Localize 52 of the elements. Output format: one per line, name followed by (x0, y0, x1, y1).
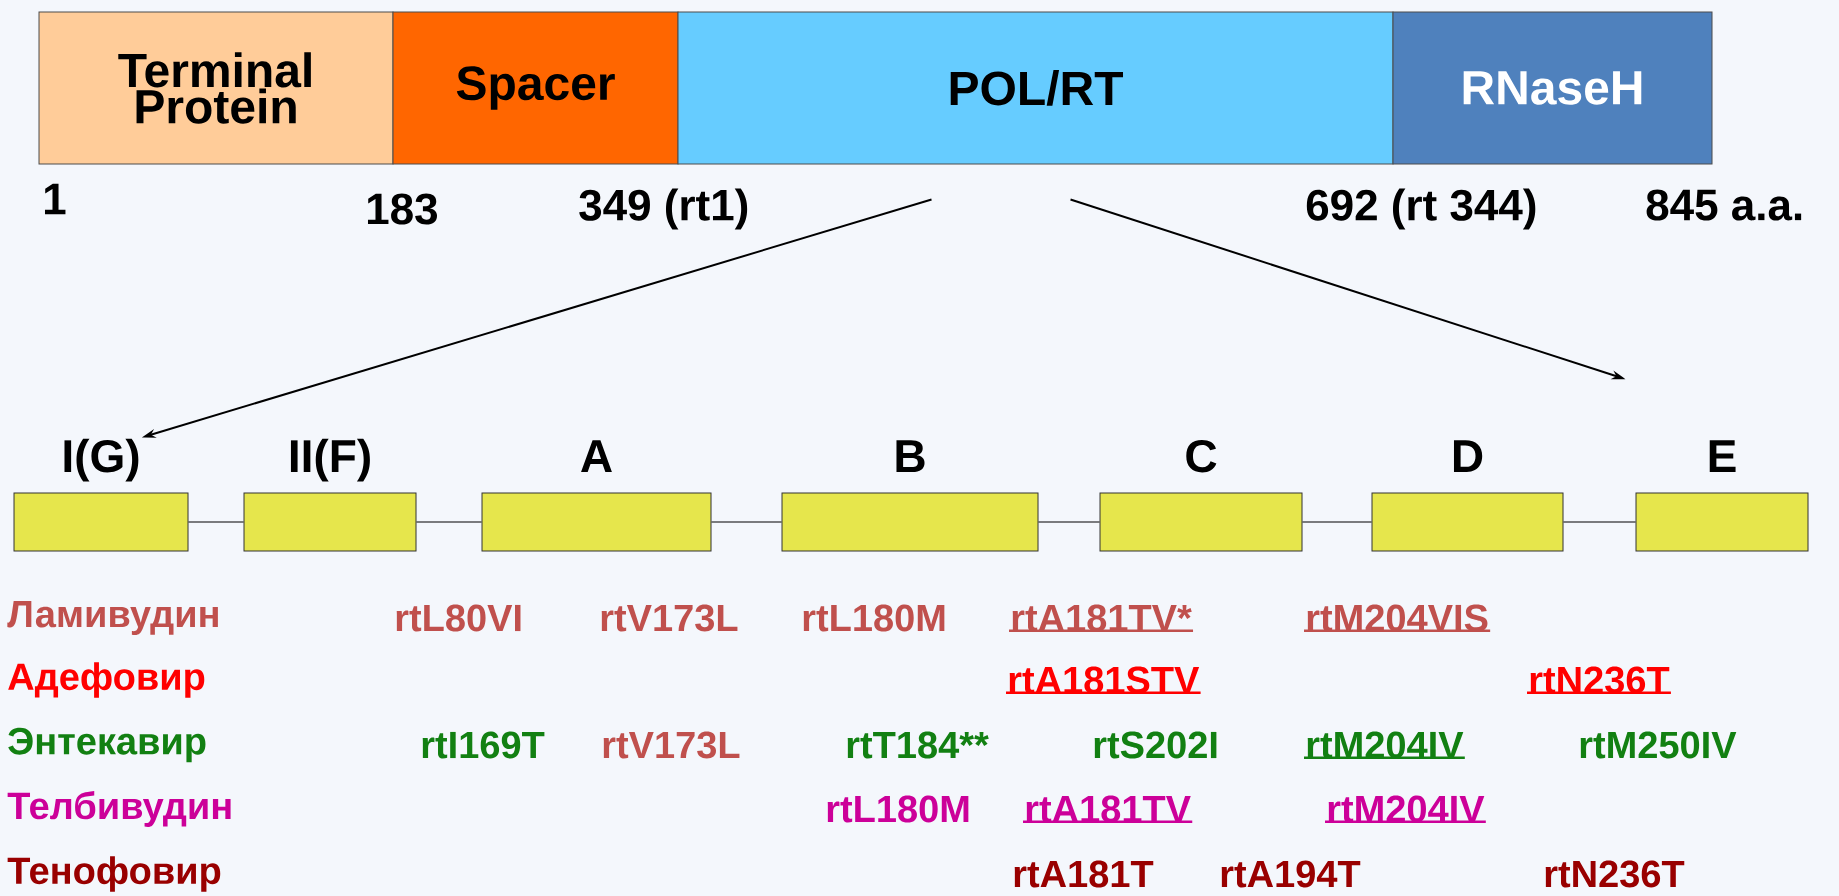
underlined-mutation: rtA181STV (1006, 666, 1201, 694)
position-number: 845 a.a. (1646, 189, 1802, 221)
connector-line (711, 521, 782, 523)
mutation-label: rtL80VI (396, 604, 521, 632)
underlined-mutation: rtM204IV (1325, 795, 1486, 823)
connector-line (1038, 521, 1100, 523)
node-label: B (896, 440, 925, 472)
node-label: D (1453, 440, 1483, 472)
motif-box: E (1635, 440, 1809, 552)
underlined-mutation: rtN236T (1527, 666, 1671, 694)
underlined-mutation: rtM204VIS (1304, 604, 1491, 632)
mutation-label: rtN236T (1545, 860, 1685, 888)
underlined-mutation: rtA181TV (1023, 795, 1193, 823)
underlined-mutation: rtM204IV (1304, 731, 1465, 759)
position-number: 349 (rt1) (579, 188, 748, 230)
node-label: E (1709, 440, 1736, 472)
node-label: II(F) (290, 438, 370, 482)
mutation-label: rtT184** (847, 731, 989, 759)
mutation-label: rtM250IV (1580, 731, 1737, 759)
position-number: 183 (368, 193, 437, 225)
drug-name: Ламивудин (7, 601, 218, 635)
connector-line (416, 521, 482, 523)
underlined-mutation: rtA181TV* (1009, 604, 1194, 632)
mutation-label: rtA194T (1221, 860, 1361, 888)
mutation-label: rtL180M (803, 604, 945, 632)
protein-domain-bar: POL/RT (677, 11, 1394, 165)
motif-box: B (781, 440, 1039, 552)
drug-name: Энтекавир (8, 727, 206, 763)
connector-line (188, 521, 244, 523)
motif-box: A (481, 440, 712, 552)
node-label: A (581, 440, 612, 472)
mutation-label: rtS202I (1094, 731, 1217, 759)
motif-box: I(G) (13, 438, 189, 552)
node-label: I(G) (64, 438, 139, 482)
mutation-label: rtL180M (827, 795, 969, 823)
mutation-label: rtV173L (603, 731, 740, 759)
node-label: C (1186, 439, 1217, 473)
protein-domain-bar: RNaseH (1392, 11, 1713, 165)
drug-name: Тенофовир (7, 856, 221, 892)
mutation-label: rtA181T (1014, 860, 1154, 888)
drug-name: Телбивудин (7, 791, 231, 827)
drug-name: Адефовир (8, 662, 205, 698)
connector-line (1302, 521, 1372, 523)
connector-line (1563, 521, 1636, 523)
protein-domain-bar: Spacer (392, 11, 679, 165)
motif-box: II(F) (243, 438, 417, 552)
mutation-label: rtV173L (601, 604, 738, 632)
mutation-label: rtI169T (422, 731, 545, 759)
protein-domain-bar: Terminal Protein (38, 11, 394, 165)
position-number: 692 (rt 344) (1306, 188, 1536, 230)
motif-box: C (1099, 439, 1303, 552)
motif-box: D (1371, 440, 1564, 552)
